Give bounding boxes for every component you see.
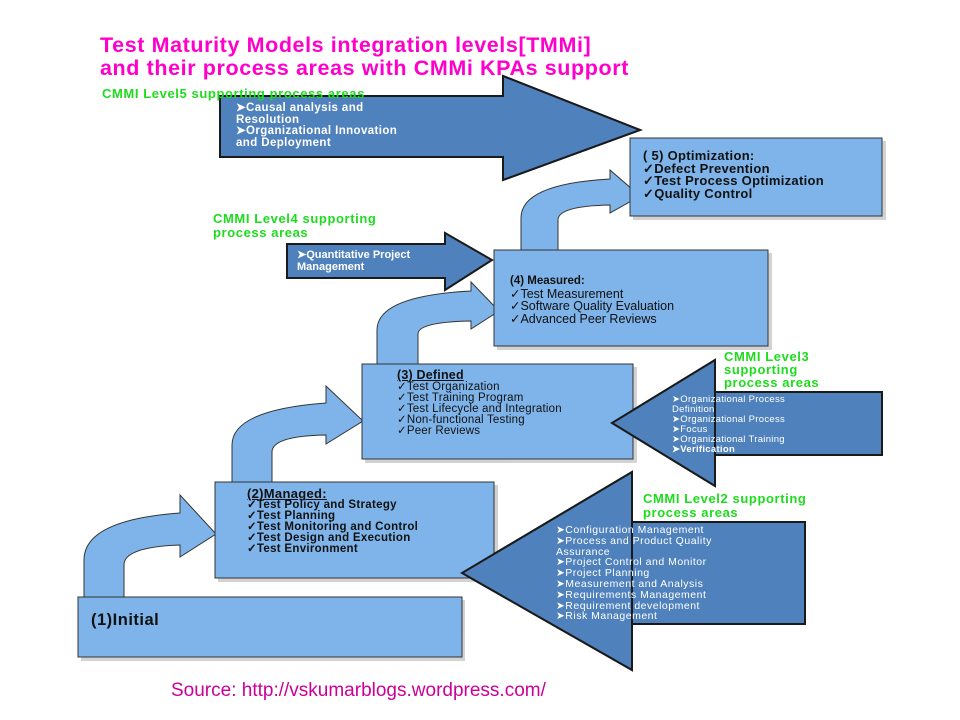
level1-heading: (1)Initial [91, 611, 160, 629]
level5-item: ✓Test Process Optimization [643, 173, 824, 188]
level3-item: ✓Test Lifecycle and Integration [397, 403, 562, 415]
level3-heading: (3) Defined [397, 368, 464, 382]
kpa-item: ➤Organizational Training [672, 434, 785, 445]
kpa-item: ➤Verification [672, 444, 736, 455]
level4-item: ✓Software Quality Evaluation [510, 299, 675, 313]
kpa-item: ➤Project Planning [556, 567, 650, 580]
level5-box [629, 137, 883, 217]
kpa-item: ➤Organizational Process [672, 414, 786, 425]
kpa-item: ➤Focus [672, 424, 708, 435]
source-caption: Source: http://vskumarblogs.wordpress.co… [171, 680, 546, 701]
kpa-item: ➤Organizational Process [672, 394, 786, 405]
level4-text: (4) Measured: ✓Test Measurement ✓Softwar… [510, 275, 674, 325]
kpa-item: ➤Quantitative Project [297, 249, 411, 261]
diagram-title: Test Maturity Models integration levels[… [100, 34, 629, 80]
cmmi-level3-label-line2: supporting [724, 362, 798, 377]
cmmi-level5-kpa-list: ➤Causal analysis and Resolution ➤Organiz… [236, 102, 398, 149]
level4-heading: (4) Measured: [510, 275, 585, 287]
level3-text: (3) Defined ✓Test Organization ✓Test Tra… [397, 369, 562, 437]
level5-item: ✓Quality Control [643, 185, 753, 201]
kpa-item: Definition [672, 404, 715, 415]
cmmi-level3-label-line1: CMMI Level3 [724, 349, 810, 364]
curved-arrow-3-to-4 [376, 280, 500, 365]
level2-item: ✓Test Planning [247, 510, 336, 522]
cmmi-level4-label: CMMI Level4 supporting process areas [213, 212, 376, 240]
level5-text: ( 5) Optimization: ✓Defect Prevention ✓T… [643, 148, 824, 201]
kpa-item: ➤Organizational Innovation [236, 125, 398, 137]
kpa-item: ➤Risk Management [556, 610, 658, 623]
kpa-item: ➤Requirement development [556, 599, 700, 612]
kpa-item: and Deployment [236, 136, 332, 149]
cmmi-level4-arrow [286, 231, 494, 292]
cmmi-level2-kpa-list: ➤Configuration Management ➤Process and P… [556, 525, 712, 622]
level2-heading: (2)Managed: [247, 486, 327, 501]
title-line-1: Test Maturity Models integration levels[… [100, 33, 592, 57]
cmmi-level3-label-line3: process areas [724, 375, 820, 390]
title-line-2: and their process areas with CMMi KPAs s… [100, 56, 629, 80]
kpa-item: ➤Requirements Management [556, 588, 707, 601]
level3-item: ✓Test Organization [397, 381, 500, 393]
curved-arrow-1-to-2 [83, 493, 217, 598]
kpa-item: ➤Configuration Management [556, 524, 704, 536]
level2-item: ✓Test Environment [247, 543, 359, 555]
cmmi-level2-label-line2: process areas [643, 505, 739, 520]
kpa-item: ➤Measurement and Analysis [556, 577, 704, 590]
level3-item: ✓Non-functional Testing [397, 414, 525, 426]
level5-heading: ( 5) Optimization: [643, 148, 755, 163]
level4-item: ✓Advanced Peer Reviews [510, 311, 657, 326]
cmmi-level3-kpa-list: ➤Organizational Process Definition ➤Orga… [672, 395, 785, 455]
level2-text: (2)Managed: ✓Test Policy and Strategy ✓T… [247, 487, 418, 555]
kpa-item: Assurance [556, 545, 611, 558]
cmmi-level3-label: CMMI Level3 supporting process areas [724, 350, 819, 389]
curved-arrow-4-to-5 [520, 168, 641, 251]
curved-arrow-2-to-3 [231, 384, 364, 483]
cmmi-level4-label-line1: CMMI Level4 supporting [213, 211, 377, 226]
level2-item: ✓Test Design and Execution [247, 532, 411, 544]
kpa-item: ➤Process and Product Quality [556, 534, 712, 547]
cmmi-level2-label: CMMI Level2 supporting process areas [643, 492, 806, 520]
cmmi-level5-label: CMMI Level5 supporting process areas [102, 86, 365, 101]
kpa-item: ➤Causal analysis and [236, 102, 364, 114]
level2-item: ✓Test Policy and Strategy [247, 499, 397, 511]
cmmi-level4-kpa-list: ➤Quantitative Project Management [297, 249, 410, 273]
cmmi-level4-label-line2: process areas [213, 225, 309, 240]
level4-box [493, 249, 769, 347]
level3-item: ✓Test Training Program [397, 392, 524, 404]
level4-item: ✓Test Measurement [510, 286, 624, 301]
cmmi-level2-label-line1: CMMI Level2 supporting [643, 491, 807, 506]
level2-box [214, 481, 495, 579]
level5-item: ✓Defect Prevention [643, 160, 770, 176]
kpa-item: ➤Project Control and Monitor [556, 556, 707, 569]
kpa-item: Resolution [236, 113, 300, 126]
level3-box [361, 363, 634, 460]
level1-box [77, 596, 463, 658]
kpa-item: Management [297, 261, 365, 273]
level2-item: ✓Test Monitoring and Control [247, 521, 419, 533]
level3-item: ✓Peer Reviews [397, 425, 481, 437]
